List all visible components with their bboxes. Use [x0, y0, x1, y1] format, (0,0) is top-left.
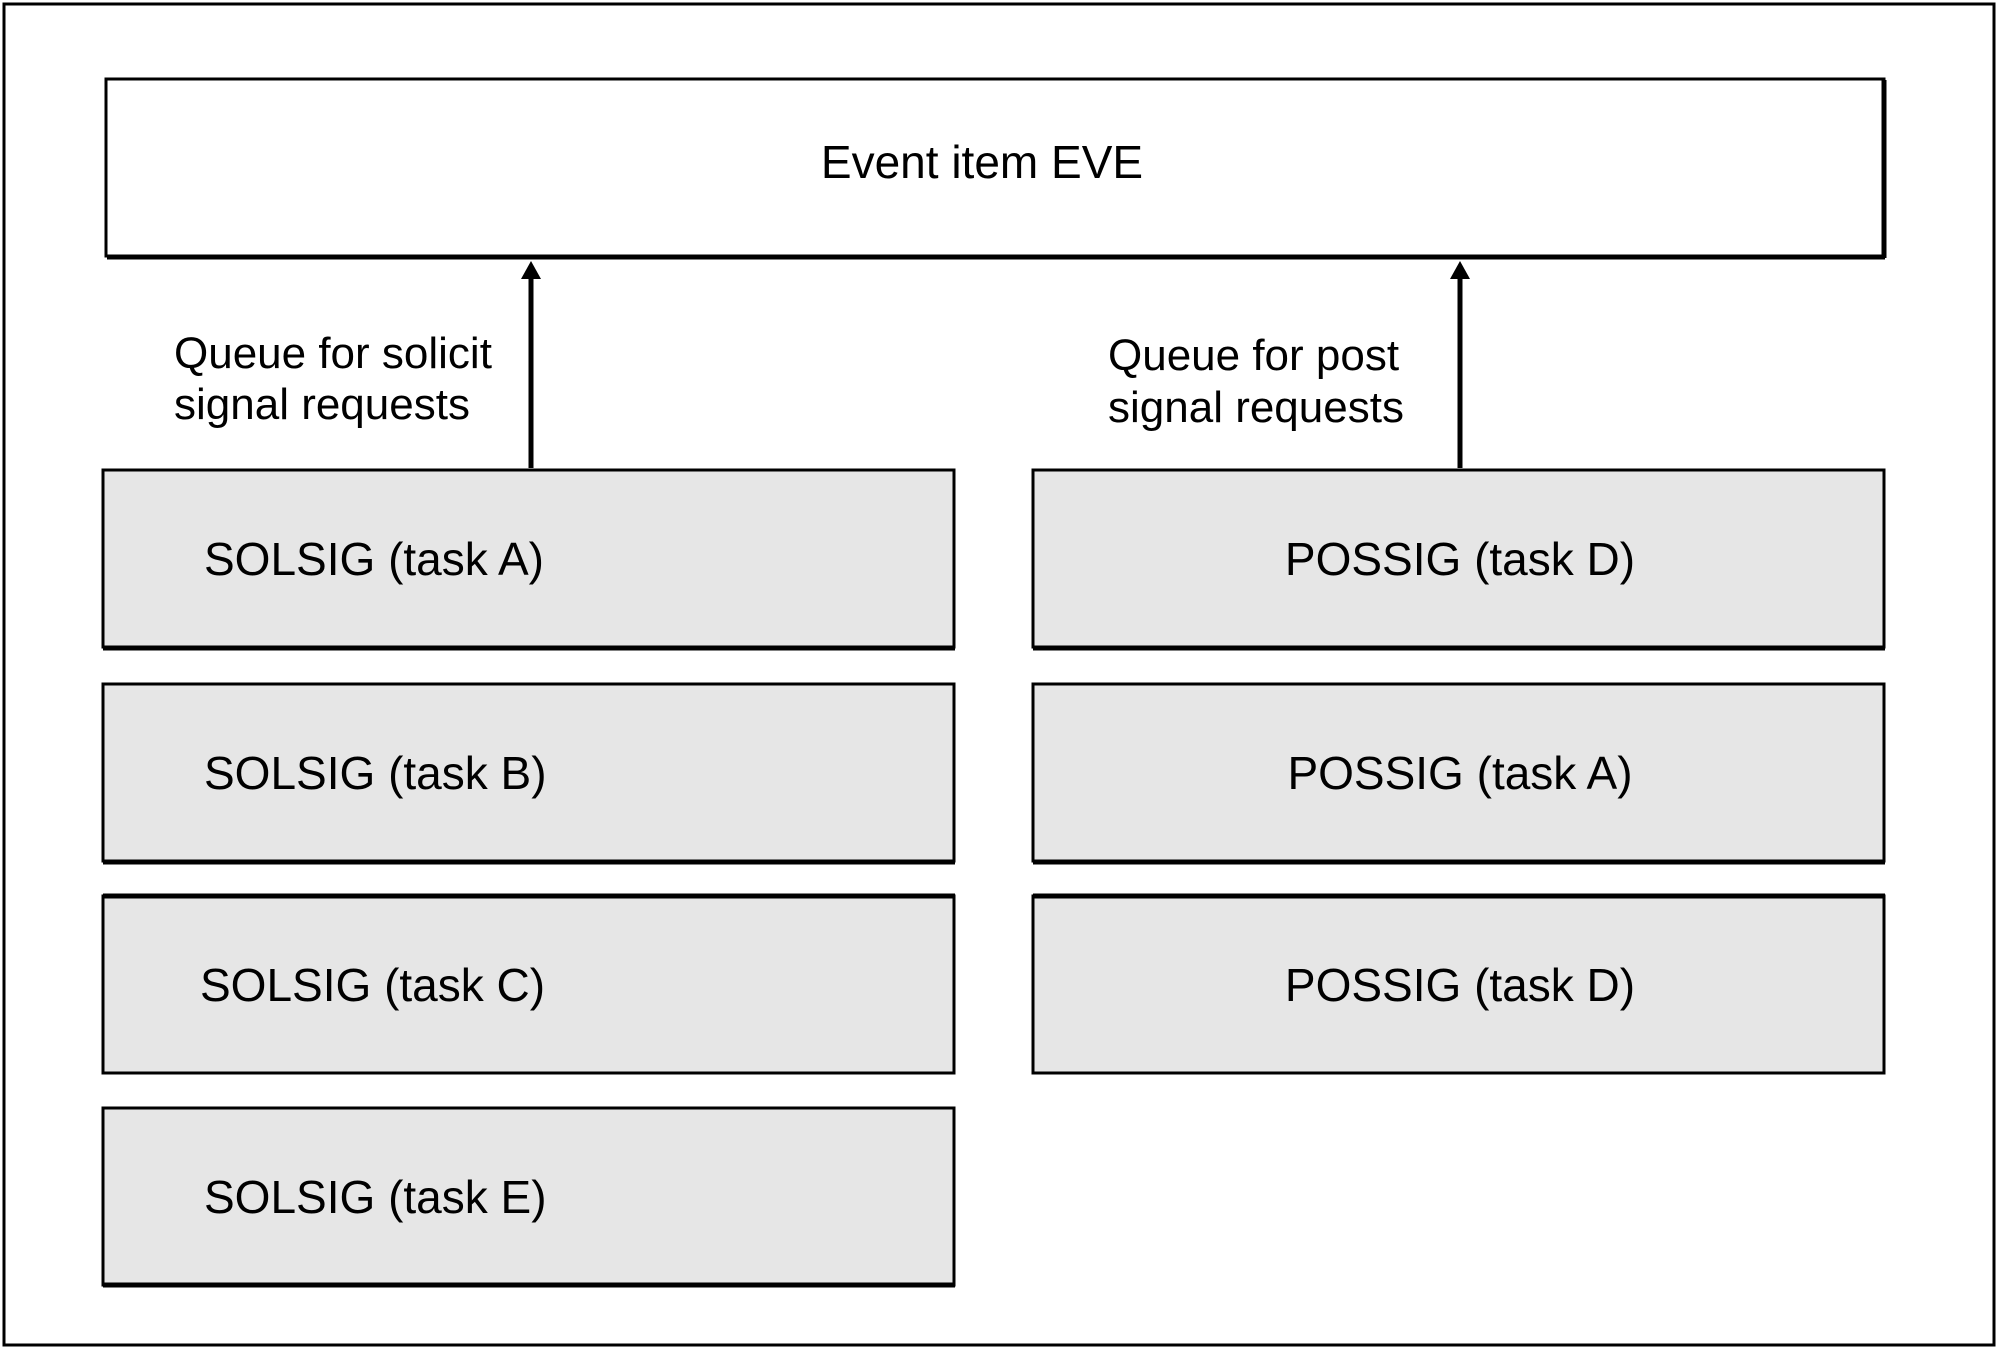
solicit-queue-item-label: SOLSIG (task B) [204, 747, 547, 799]
post-queue-item: POSSIG (task D) [1031, 893, 1886, 1075]
solicit-queue-item: SOLSIG (task E) [101, 1106, 956, 1288]
solicit-queue-item-label: SOLSIG (task E) [204, 1171, 547, 1223]
post-queue-item-label: POSSIG (task A) [1287, 747, 1632, 799]
solicit-queue-item-label: SOLSIG (task C) [200, 959, 545, 1011]
solicit-queue-arrow [521, 261, 541, 468]
post-queue-item: POSSIG (task D) [1031, 468, 1886, 651]
solicit-queue-item: SOLSIG (task C) [101, 893, 956, 1075]
solicit-queue-label: Queue for solicit signal requests [174, 329, 492, 429]
event-item-box: Event item EVE [104, 77, 1887, 260]
post-queue-item: POSSIG (task A) [1031, 682, 1886, 865]
post-queue-item-label: POSSIG (task D) [1285, 959, 1635, 1011]
solicit-queue-item: SOLSIG (task A) [101, 468, 956, 651]
solicit-queue-item-label: SOLSIG (task A) [204, 533, 544, 585]
post-queue-label-line2: signal requests [1108, 383, 1404, 432]
post-queue-arrow [1450, 261, 1470, 468]
solicit-queue-item: SOLSIG (task B) [101, 682, 956, 865]
solicit-queue-label-line2: signal requests [174, 380, 470, 429]
event-item-label: Event item EVE [821, 136, 1143, 188]
post-queue-label-line1: Queue for post [1108, 331, 1399, 380]
post-queue-item-label: POSSIG (task D) [1285, 533, 1635, 585]
post-queue-label: Queue for post signal requests [1108, 331, 1404, 432]
solicit-queue-label-line1: Queue for solicit [174, 329, 492, 378]
